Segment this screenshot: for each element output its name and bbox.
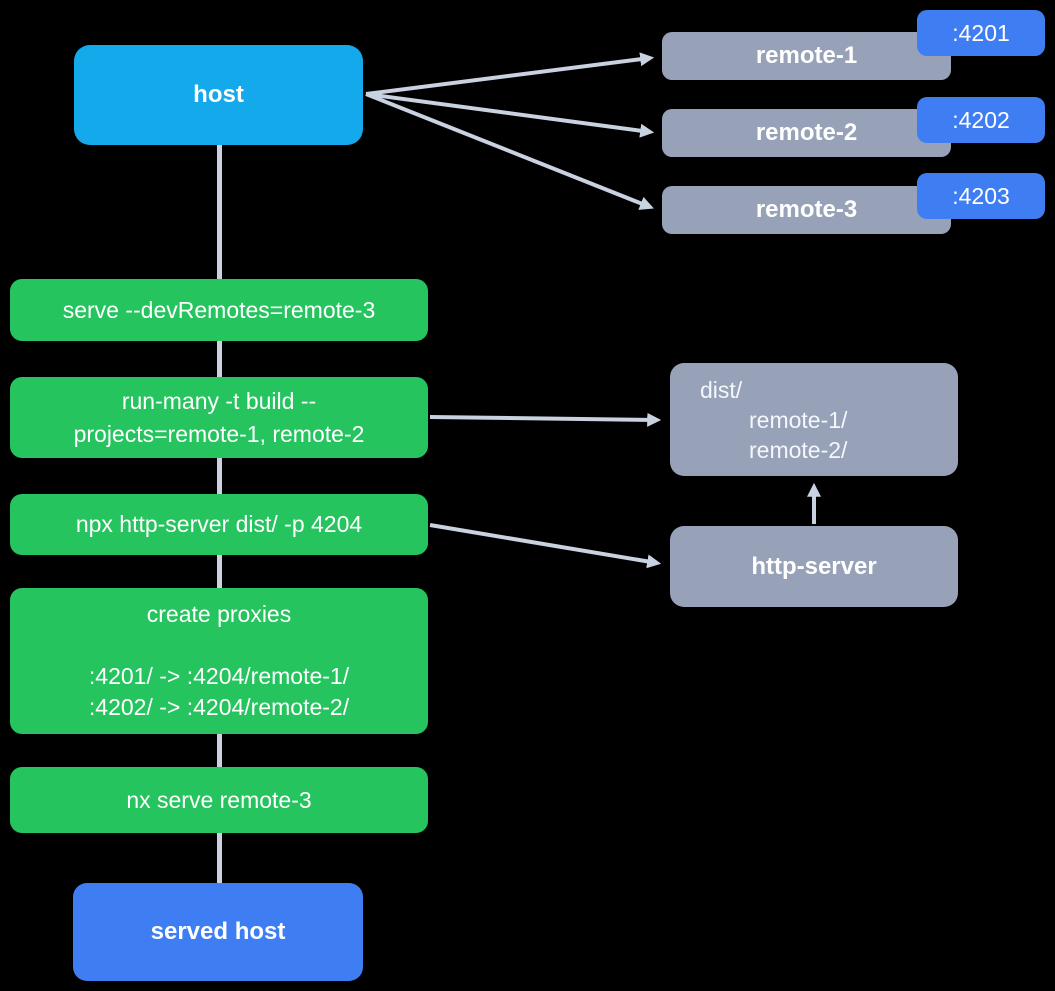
remote-2-node: remote-2 (662, 109, 951, 157)
port-badge-4203-label: :4203 (952, 182, 1010, 209)
command-create-proxies-rule-1: :4201/ -> :4204/remote-1/ (88, 663, 350, 689)
command-nx-serve-remote-3-text: nx serve remote-3 (126, 786, 312, 813)
dist-folder-node: dist/ remote-1/ remote-2/ (670, 363, 958, 476)
command-create-proxies: create proxies :4201/ -> :4204/remote-1/… (10, 588, 428, 734)
command-create-proxies-title: create proxies (146, 601, 292, 627)
arrow-host-to-remote-2 (365, 92, 655, 138)
command-run-many-build-line-1: run-many -t build -- (121, 387, 317, 414)
command-run-many-build-line-2: projects=remote-1, remote-2 (73, 420, 365, 447)
command-serve-devremotes: serve --devRemotes=remote-3 (10, 279, 428, 341)
dist-folder-remote-2: remote-2/ (749, 436, 848, 463)
command-serve-devremotes-text: serve --devRemotes=remote-3 (62, 296, 376, 323)
command-npx-http-server-text: npx http-server dist/ -p 4204 (75, 511, 363, 537)
port-badge-4203: :4203 (917, 173, 1045, 219)
port-badge-4202-label: :4202 (952, 106, 1010, 133)
dist-folder-root: dist/ (700, 376, 743, 403)
port-badge-4202: :4202 (917, 97, 1045, 143)
http-server-label: http-server (751, 552, 877, 580)
remote-3-label: remote-3 (755, 196, 858, 223)
command-run-many-build: run-many -t build -- projects=remote-1, … (10, 377, 428, 458)
dist-folder-remote-1: remote-1/ (749, 406, 848, 433)
arrow-npx-to-httpserver (429, 523, 662, 569)
arrow-host-to-remote-3 (365, 92, 654, 210)
http-server-node: http-server (670, 526, 958, 607)
remote-1-label: remote-1 (755, 42, 858, 69)
command-nx-serve-remote-3: nx serve remote-3 (10, 767, 428, 833)
command-create-proxies-rule-2: :4202/ -> :4204/remote-2/ (88, 694, 350, 720)
host-node: host (74, 45, 363, 145)
port-badge-4201-label: :4201 (952, 19, 1010, 46)
served-host-label: served host (150, 918, 286, 945)
served-host-node: served host (73, 883, 363, 981)
host-label: host (193, 81, 244, 108)
remote-3-node: remote-3 (662, 186, 951, 234)
arrow-runmany-to-dist (429, 412, 662, 427)
port-badge-4201: :4201 (917, 10, 1045, 56)
arrow-host-to-remote-1 (365, 52, 655, 96)
remote-1-node: remote-1 (662, 32, 951, 80)
command-npx-http-server: npx http-server dist/ -p 4204 (10, 494, 428, 555)
remote-2-label: remote-2 (755, 119, 858, 146)
